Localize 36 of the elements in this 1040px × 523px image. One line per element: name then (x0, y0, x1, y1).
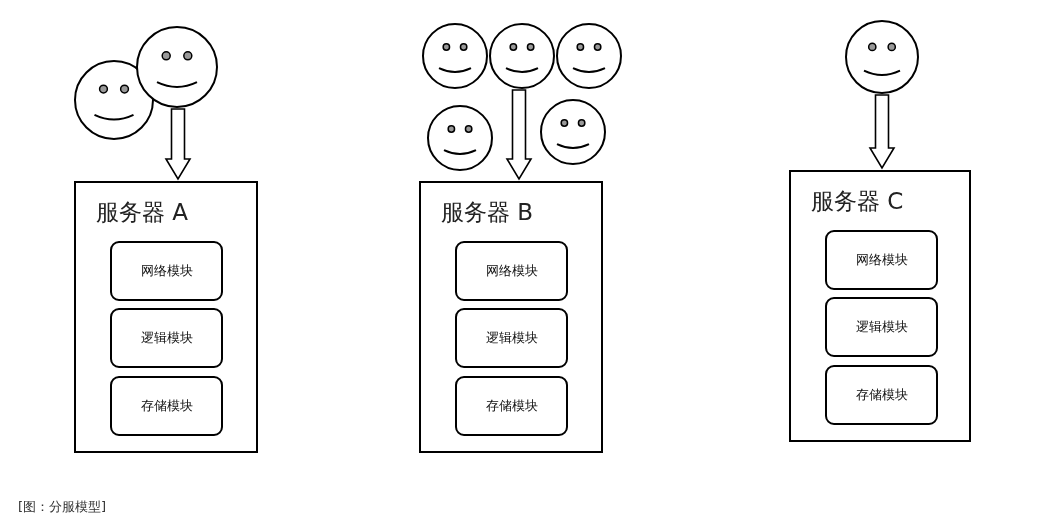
arrow (164, 108, 192, 181)
module-label: 逻辑模块 (855, 318, 908, 336)
server-title: 服务器 C (811, 187, 904, 216)
module-label: 逻辑模块 (485, 329, 538, 347)
module-box (455, 308, 568, 368)
module-box (110, 376, 223, 436)
module-box (110, 241, 223, 301)
smiley-face-icon (539, 98, 607, 166)
module-box (110, 308, 223, 368)
smiley-face-icon (488, 22, 556, 90)
server-box (789, 170, 971, 442)
arrow (505, 89, 533, 181)
module-label: 存储模块 (855, 386, 908, 404)
smiley-face-icon (421, 22, 489, 90)
module-box (825, 365, 938, 425)
module-box (825, 297, 938, 357)
smiley-face-icon (555, 22, 623, 90)
module-label: 存储模块 (140, 397, 193, 415)
module-label: 存储模块 (485, 397, 538, 415)
module-box (455, 241, 568, 301)
module-label: 网络模块 (485, 262, 538, 280)
smiley-face-icon (73, 59, 155, 141)
smiley-face-icon (135, 25, 219, 109)
module-label: 网络模块 (140, 262, 193, 280)
arrow (868, 94, 896, 170)
smiley-face-icon (844, 19, 920, 95)
module-label: 逻辑模块 (140, 329, 193, 347)
server-box (74, 181, 258, 453)
module-box (825, 230, 938, 290)
smiley-face-icon (426, 104, 494, 172)
server-title: 服务器 B (441, 198, 534, 227)
module-box (455, 376, 568, 436)
server-box (419, 181, 603, 453)
module-label: 网络模块 (855, 251, 908, 269)
caption: [图：分服模型] (18, 498, 107, 516)
server-title: 服务器 A (96, 198, 189, 227)
